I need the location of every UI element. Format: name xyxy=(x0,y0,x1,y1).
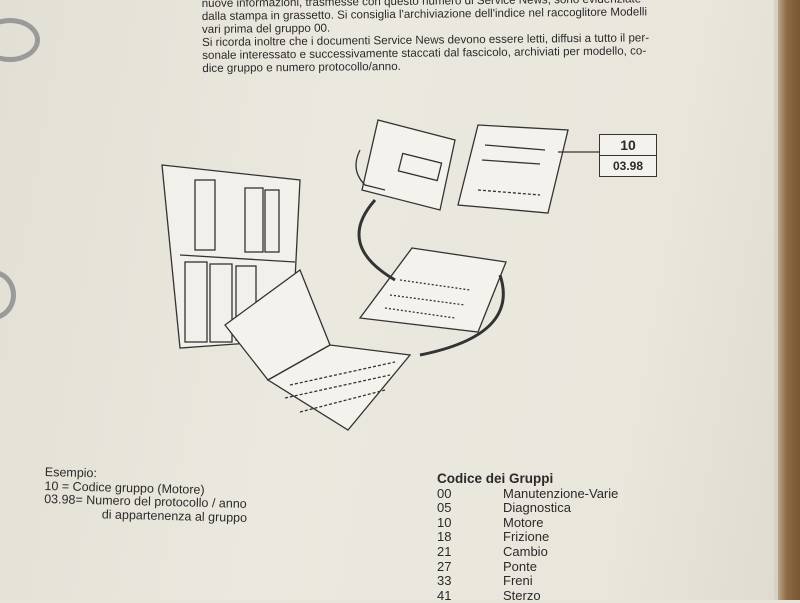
code-row: 00 Manutenzione-Varie xyxy=(437,485,619,502)
code-name: Cambio xyxy=(503,543,548,559)
label-group-code: 10 xyxy=(600,135,656,156)
code: 41 xyxy=(437,587,452,603)
curved-arrow-icon xyxy=(419,274,505,357)
code-row: 21 Cambio xyxy=(437,543,618,560)
code: 10 xyxy=(437,514,452,530)
code-name: Motore xyxy=(503,514,544,530)
code: 05 xyxy=(437,500,452,516)
code: 33 xyxy=(437,573,452,589)
code-name: Diagnostica xyxy=(503,500,571,516)
code-row: 05 Diagnostica xyxy=(437,501,618,516)
code-name: Ponte xyxy=(503,558,537,574)
group-codes-table: Codice dei Gruppi 00 Manutenzione-Varie 0… xyxy=(437,471,619,603)
label-protocol: 03.98 xyxy=(612,159,644,173)
code: 21 xyxy=(437,543,452,559)
code-name: Freni xyxy=(503,573,533,589)
code-row: 33 Freni xyxy=(437,574,618,589)
code: 00 xyxy=(437,485,452,501)
code-name: Manutenzione-Varie xyxy=(503,485,619,501)
example-block: Esempio: 10 = Codice gruppo (Motore) 03.… xyxy=(44,465,249,525)
open-folder-drawing xyxy=(224,268,412,431)
page-edge xyxy=(774,0,778,600)
code-row: 41 Sterzo xyxy=(437,587,618,603)
code-row: 10 Motore xyxy=(437,514,618,531)
center-sheet-drawing xyxy=(358,247,507,333)
wooden-surface xyxy=(778,0,800,600)
code-name: Sterzo xyxy=(503,587,541,603)
code-name: Frizione xyxy=(503,529,550,545)
codes-title: Codice dei Gruppi xyxy=(437,471,554,486)
document-in-hand-drawing xyxy=(355,119,456,211)
code-row: 27 Ponte xyxy=(437,558,618,575)
code: 27 xyxy=(437,558,452,574)
label-box: 10 03.98 xyxy=(599,134,657,177)
binder-ring-icon xyxy=(0,18,40,62)
curved-arrow-icon xyxy=(357,199,396,282)
code: 18 xyxy=(437,529,452,545)
service-news-sheet-drawing xyxy=(457,124,600,214)
code-row: 18 Frizione xyxy=(437,530,618,545)
